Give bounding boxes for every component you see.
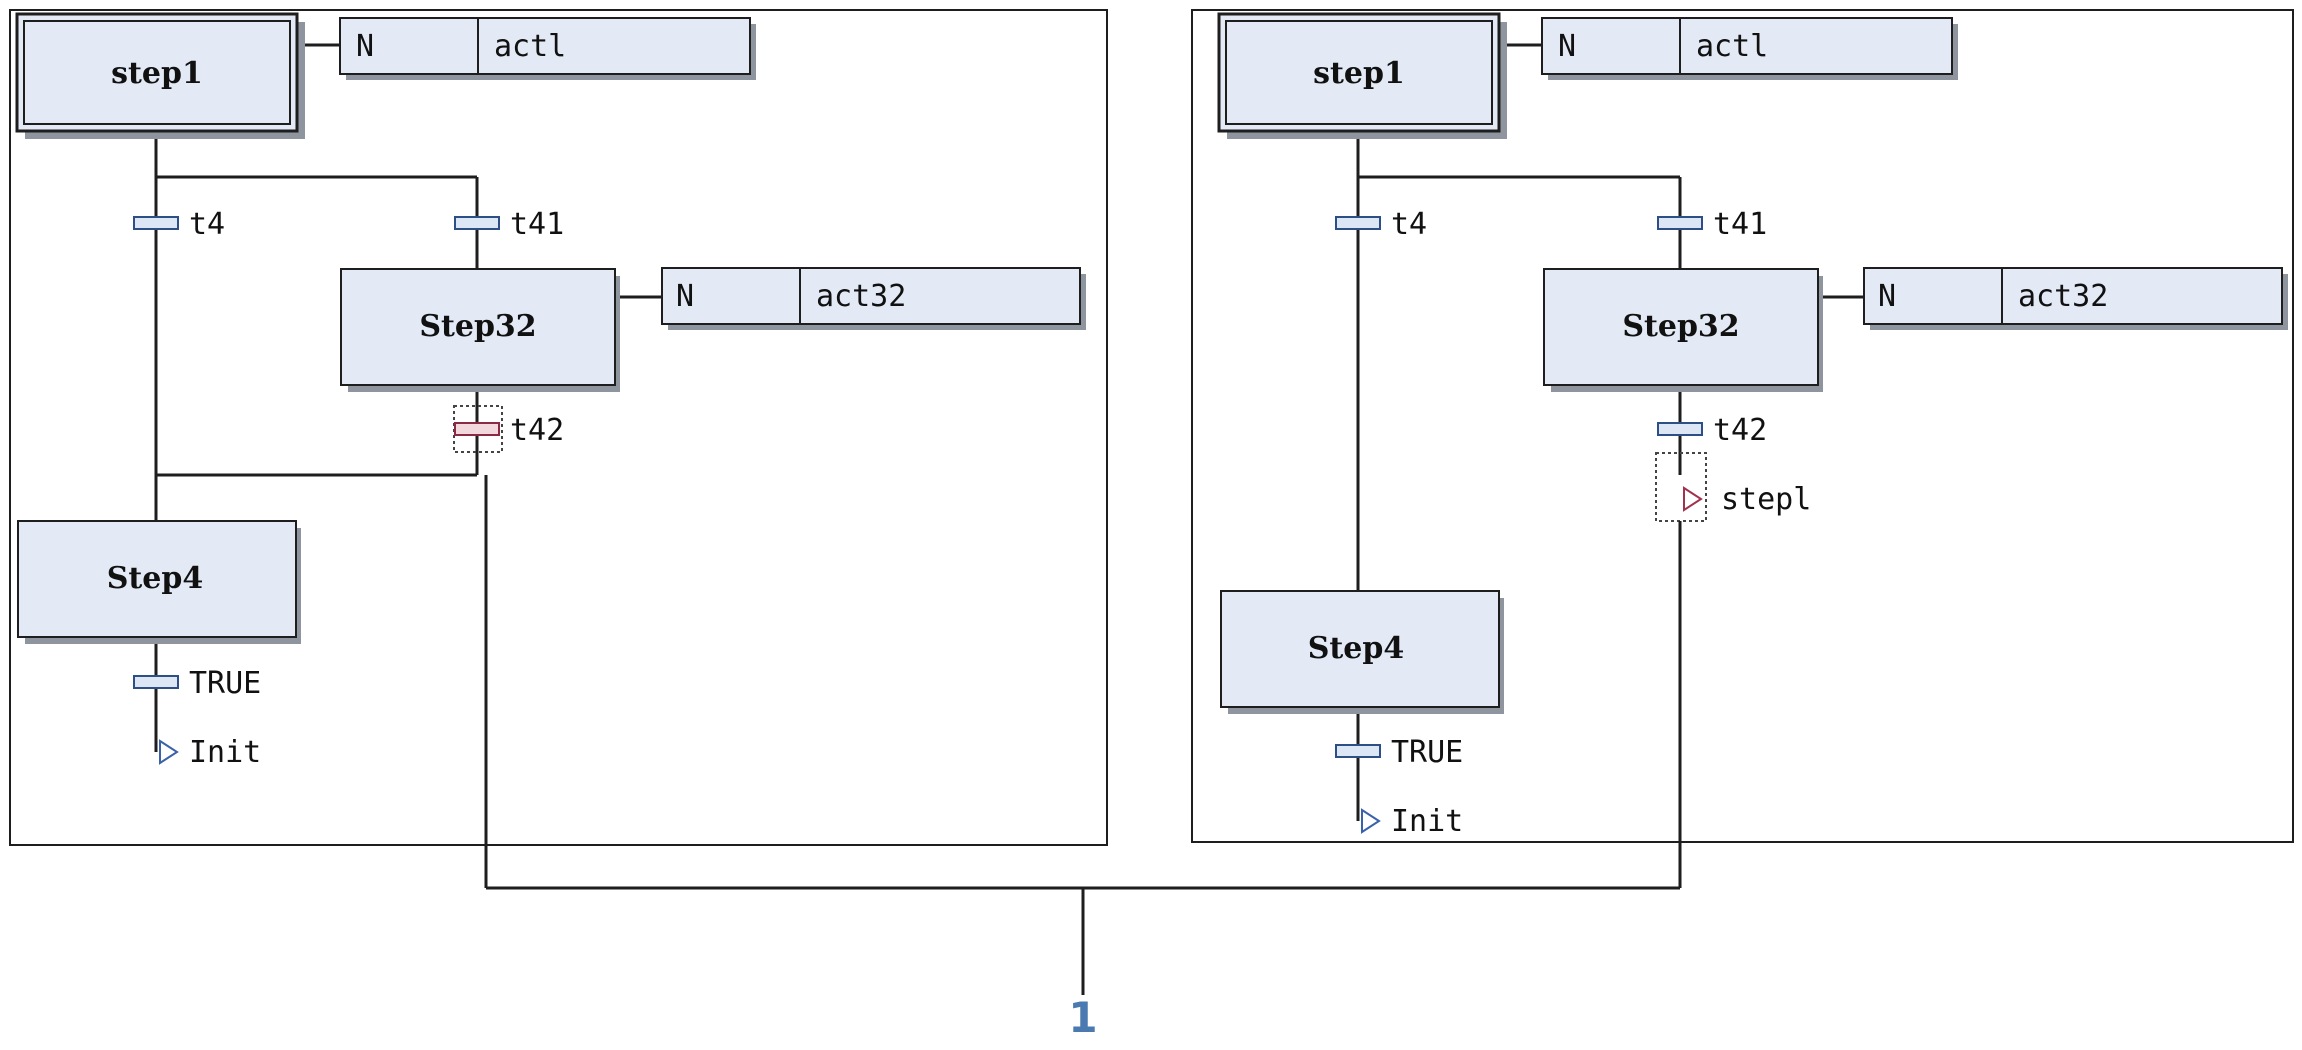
left-step-step4-label: Step4 bbox=[107, 561, 203, 596]
right-transition-t42-label: t42 bbox=[1713, 413, 1767, 448]
left-transition-t42-label: t42 bbox=[510, 413, 564, 448]
left-jump-init[interactable]: Init bbox=[159, 735, 261, 770]
right-step-step4-label: Step4 bbox=[1308, 631, 1404, 666]
right-jump-step1-selected[interactable]: stepl bbox=[1655, 452, 1811, 522]
left-transition-t4[interactable]: t4 bbox=[133, 207, 225, 242]
left-action-act32[interactable]: N act32 bbox=[661, 267, 1086, 330]
left-transition-true[interactable]: TRUE bbox=[133, 666, 261, 701]
jump-arrow-icon bbox=[1683, 486, 1703, 512]
left-connection-lines bbox=[154, 43, 662, 752]
left-transition-t42-selected[interactable]: t42 bbox=[453, 405, 564, 453]
right-jump-step1-label: stepl bbox=[1721, 482, 1811, 517]
right-step-step32-label: Step32 bbox=[1622, 309, 1739, 344]
left-transition-t4-label: t4 bbox=[189, 207, 225, 242]
right-transition-t41[interactable]: t41 bbox=[1657, 207, 1767, 242]
left-action-actl-qualifier: N bbox=[356, 29, 374, 64]
right-action-actl-name: actl bbox=[1696, 29, 1768, 64]
callout-bracket bbox=[484, 475, 1682, 995]
right-transition-t4-label: t4 bbox=[1391, 207, 1427, 242]
left-action-act32-name: act32 bbox=[816, 279, 906, 314]
left-step-step1[interactable]: step1 bbox=[15, 12, 305, 139]
left-step-step1-label: step1 bbox=[111, 56, 203, 91]
right-action-act32-qualifier: N bbox=[1878, 279, 1896, 314]
left-jump-init-label: Init bbox=[189, 735, 261, 770]
right-chart-frame bbox=[1191, 9, 2294, 843]
right-jump-init[interactable]: Init bbox=[1361, 804, 1463, 839]
right-transition-true-label: TRUE bbox=[1391, 735, 1463, 770]
left-chart-frame bbox=[9, 9, 1108, 846]
right-action-actl-qualifier: N bbox=[1558, 29, 1576, 64]
jump-arrow-icon bbox=[1361, 808, 1381, 834]
callout-number: 1 bbox=[1068, 993, 1097, 1042]
left-transition-t41[interactable]: t41 bbox=[454, 207, 564, 242]
left-transition-true-label: TRUE bbox=[189, 666, 261, 701]
left-step-step32-label: Step32 bbox=[419, 309, 536, 344]
left-action-act32-qualifier: N bbox=[676, 279, 694, 314]
right-step-step4[interactable]: Step4 bbox=[1220, 590, 1504, 714]
left-sfc-chart: step1 N actl t4 t41 Step32 bbox=[9, 9, 1108, 846]
right-step-step1-label: step1 bbox=[1313, 56, 1405, 91]
left-transition-t41-label: t41 bbox=[510, 207, 564, 242]
jump-arrow-icon bbox=[159, 739, 179, 765]
right-step-step1[interactable]: step1 bbox=[1217, 12, 1507, 139]
left-action-actl[interactable]: N actl bbox=[339, 17, 756, 80]
right-sfc-chart: step1 N actl t4 t41 Step32 bbox=[1191, 9, 2294, 843]
right-jump-init-label: Init bbox=[1391, 804, 1463, 839]
left-action-actl-name: actl bbox=[494, 29, 566, 64]
right-action-act32-name: act32 bbox=[2018, 279, 2108, 314]
left-step-step32[interactable]: Step32 bbox=[340, 268, 620, 392]
right-action-act32[interactable]: N act32 bbox=[1863, 267, 2288, 330]
left-step-step4[interactable]: Step4 bbox=[17, 520, 301, 644]
right-step-step32[interactable]: Step32 bbox=[1543, 268, 1823, 392]
right-transition-t41-label: t41 bbox=[1713, 207, 1767, 242]
right-transition-true[interactable]: TRUE bbox=[1335, 735, 1463, 770]
right-action-actl[interactable]: N actl bbox=[1541, 17, 1958, 80]
right-transition-t42[interactable]: t42 bbox=[1657, 413, 1767, 448]
right-transition-t4[interactable]: t4 bbox=[1335, 207, 1427, 242]
